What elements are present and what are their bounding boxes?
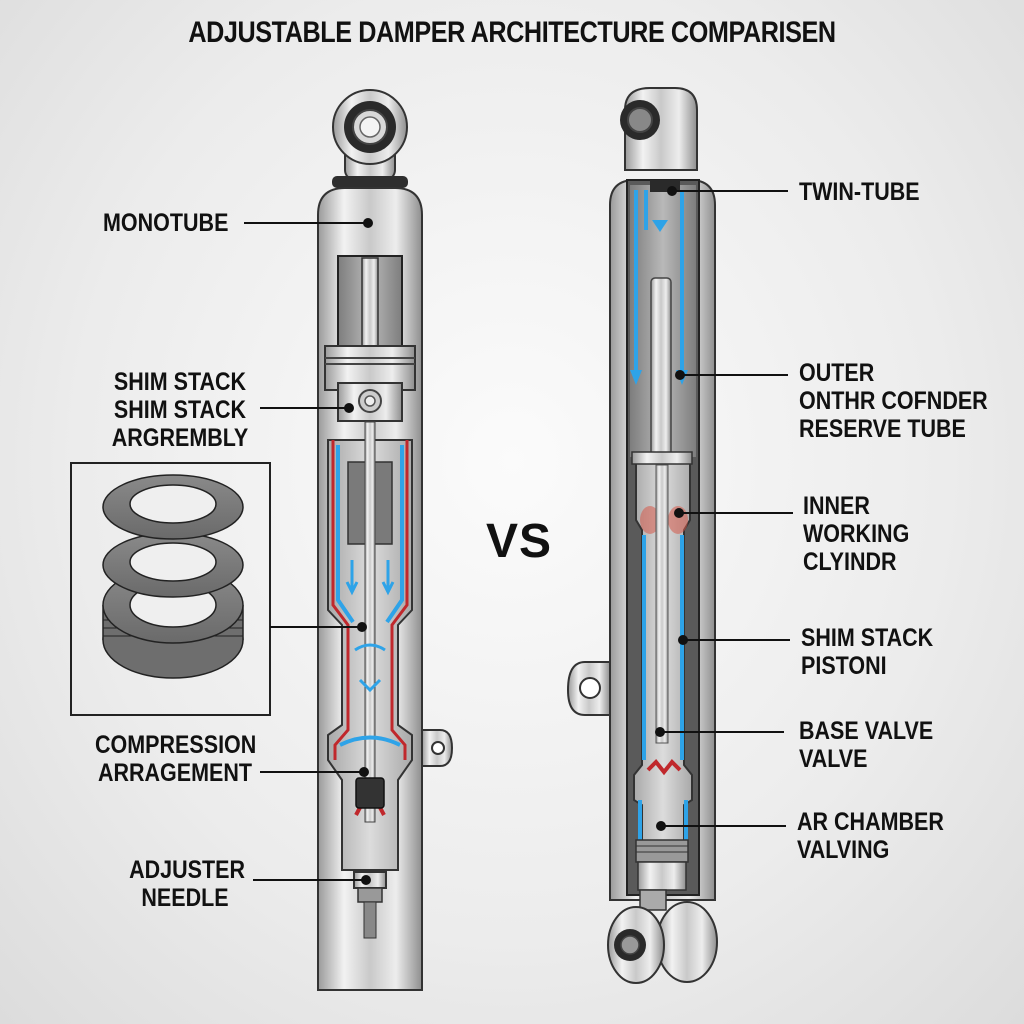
label-line: SHIM STACK xyxy=(801,624,934,652)
shim-stack-inset xyxy=(70,462,367,716)
label-inner-working-cylinder: INNER WORKING CLYINDR xyxy=(803,492,909,576)
twintube-top-eyelet xyxy=(620,87,698,171)
label-monotube: MONOTUBE xyxy=(103,209,228,237)
label-line: SHIM STACK xyxy=(113,396,247,424)
twintube-damper xyxy=(566,87,718,984)
label-line: ARRAGEMENT xyxy=(97,759,253,787)
loose-shim-2 xyxy=(102,532,244,598)
label-line: PISTONI xyxy=(801,652,887,680)
label-line: RESERVE TUBE xyxy=(799,415,966,443)
label-outer-reserve-tube: OUTER ONTHR COFNDER RESERVE TUBE xyxy=(799,359,988,443)
label-line: SHIM STACK xyxy=(113,368,247,396)
label-shim-stack-piston: SHIM STACK PISTONI xyxy=(801,624,933,680)
label-compression-arrangement: COMPRESSION ARRAGEMENT xyxy=(95,731,257,787)
label-line: ONTHR COFNDER xyxy=(799,387,988,415)
monotube-top-eyelet xyxy=(332,89,408,188)
monotube-leaders xyxy=(244,218,373,885)
label-line: NEEDLE xyxy=(141,884,229,912)
label-line: ADJUSTER xyxy=(129,856,245,884)
label-line: TWIN-TUBE xyxy=(799,178,920,206)
diagram-title: ADJUSTABLE DAMPER ARCHITECTURE COMPARISE… xyxy=(188,16,836,49)
label-line: CLYINDR xyxy=(803,548,897,576)
label-base-valve: BASE VALVE VALVE xyxy=(799,717,933,773)
monotube-damper xyxy=(317,89,454,991)
label-shim-stack-assembly: SHIM STACK SHIM STACK ARGREMBLY xyxy=(111,368,249,452)
loose-shim-1 xyxy=(102,474,244,540)
twintube-bottom-eyelets xyxy=(607,889,718,984)
label-line: BASE VALVE xyxy=(799,717,934,745)
label-line: OUTER xyxy=(799,359,875,387)
label-line: AR CHAMBER xyxy=(797,808,944,836)
label-line: VALVING xyxy=(797,836,890,864)
label-line: INNER xyxy=(803,492,870,520)
vs-label: VS xyxy=(486,515,553,568)
label-line: VALVE xyxy=(799,745,868,773)
label-line: WORKING xyxy=(803,520,910,548)
label-twin-tube: TWIN-TUBE xyxy=(799,178,920,206)
label-air-chamber-valving: AR CHAMBER VALVING xyxy=(797,808,944,864)
label-adjuster-needle: ADJUSTER NEEDLE xyxy=(129,856,245,912)
label-line: MONOTUBE xyxy=(103,209,229,237)
twintube-leaders xyxy=(655,186,793,831)
label-line: COMPRESSION xyxy=(95,731,257,759)
label-line: ARGREMBLY xyxy=(111,424,249,452)
